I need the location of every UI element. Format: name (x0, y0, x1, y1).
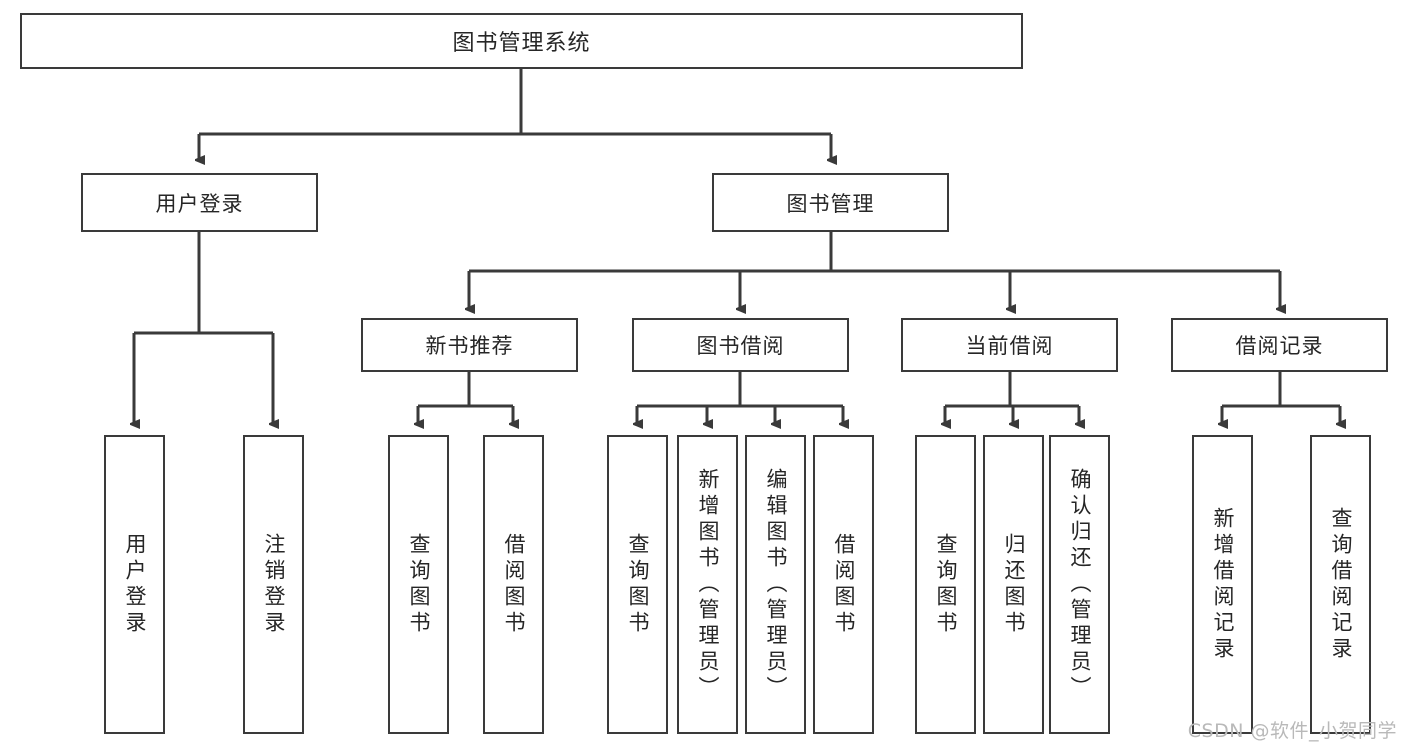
leaf-recommend-borrow-book[interactable]: 借阅图书 (483, 435, 544, 734)
leaf-current-query-book[interactable]: 查询图书 (915, 435, 976, 734)
leaf-current-return-book[interactable]: 归还图书 (983, 435, 1044, 734)
leaf-recommend-query-book[interactable]: 查询图书 (388, 435, 449, 734)
leaf-current-confirm-return-admin[interactable]: 确认归还（管理员） (1049, 435, 1110, 734)
leaf-borrow-query-book[interactable]: 查询图书 (607, 435, 668, 734)
leaf-record-add-borrow-record[interactable]: 新增借阅记录 (1192, 435, 1253, 734)
node-book-borrow[interactable]: 图书借阅 (632, 318, 849, 372)
leaf-record-query-borrow-record[interactable]: 查询借阅记录 (1310, 435, 1371, 734)
node-new-book-recommend[interactable]: 新书推荐 (361, 318, 578, 372)
node-borrow-record[interactable]: 借阅记录 (1171, 318, 1388, 372)
leaf-user-logout[interactable]: 注销登录 (243, 435, 304, 734)
leaf-borrow-add-book-admin[interactable]: 新增图书（管理员） (677, 435, 738, 734)
leaf-user-login[interactable]: 用户登录 (104, 435, 165, 734)
leaf-borrow-edit-book-admin[interactable]: 编辑图书（管理员） (745, 435, 806, 734)
node-current-borrow[interactable]: 当前借阅 (901, 318, 1118, 372)
node-root-system[interactable]: 图书管理系统 (20, 13, 1023, 69)
leaf-borrow-borrow-book[interactable]: 借阅图书 (813, 435, 874, 734)
node-user-login[interactable]: 用户登录 (81, 173, 318, 232)
node-book-management[interactable]: 图书管理 (712, 173, 949, 232)
csdn-watermark: CSDN @软件_小贺同学 (1187, 720, 1397, 742)
